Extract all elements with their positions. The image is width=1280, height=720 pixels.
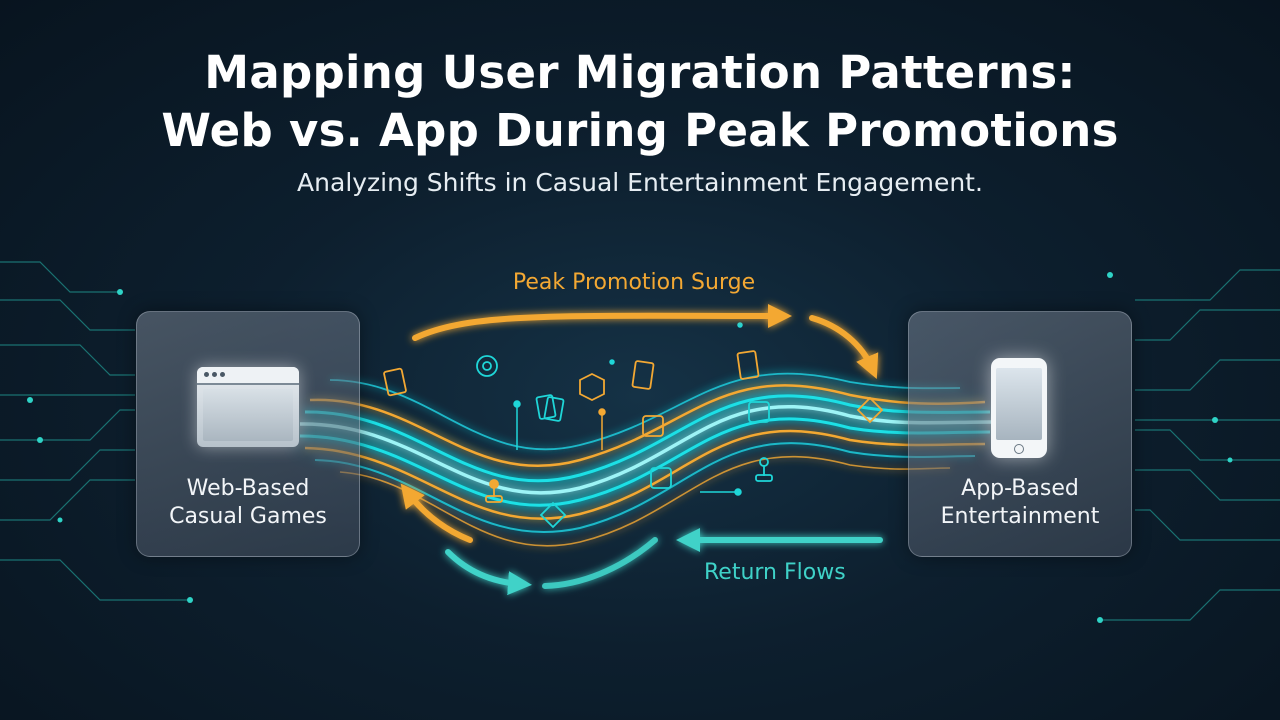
surge-flow-label: Peak Promotion Surge [512, 270, 756, 295]
return-flow-arrows [400, 483, 883, 596]
web-node-label-line-1: Web-Based [186, 476, 310, 501]
joystick-icon [485, 479, 503, 503]
browser-window-icon [197, 367, 299, 447]
app-node-label-line-1: App-Based [961, 476, 1079, 501]
smartphone-icon [991, 358, 1047, 458]
surge-flow-arrows [412, 303, 879, 380]
surge-arrow-drop [809, 315, 879, 380]
app-node-card: App-Based Entertainment [908, 311, 1132, 557]
card-pair-icon [535, 394, 565, 422]
title-line-1: Mapping User Migration Patterns: [204, 46, 1076, 99]
circuit-lines-right [1100, 269, 1280, 621]
pin-icons [513, 322, 743, 496]
return-flow-label: Return Flows [704, 560, 846, 585]
web-node-label-line-2: Casual Games [169, 504, 327, 529]
return-arrow-bottom [445, 549, 532, 596]
app-node-label: App-Based Entertainment [909, 475, 1131, 531]
token-icon [476, 355, 498, 377]
circuit-nodes-right [1097, 272, 1233, 623]
return-arrow-curve [542, 537, 658, 589]
page-title: Mapping User Migration Patterns: Web vs.… [0, 44, 1280, 160]
app-node-label-line-2: Entertainment [940, 504, 1100, 529]
cube-icon [579, 372, 605, 402]
title-line-2: Web vs. App During Peak Promotions [161, 104, 1119, 157]
joystick-icon-2 [755, 457, 773, 482]
circuit-nodes-left [27, 289, 193, 603]
web-node-label: Web-Based Casual Games [137, 475, 359, 531]
surge-arrow-top [412, 303, 792, 341]
return-arrow-orange [400, 483, 473, 543]
stream-strands [299, 372, 996, 547]
diamond-icon [539, 396, 884, 529]
card-icon [383, 350, 760, 397]
dice-icon [642, 401, 770, 489]
page-subtitle: Analyzing Shifts in Casual Entertainment… [297, 168, 983, 197]
web-node-card: Web-Based Casual Games [136, 311, 360, 557]
circuit-lines-left [0, 261, 190, 601]
